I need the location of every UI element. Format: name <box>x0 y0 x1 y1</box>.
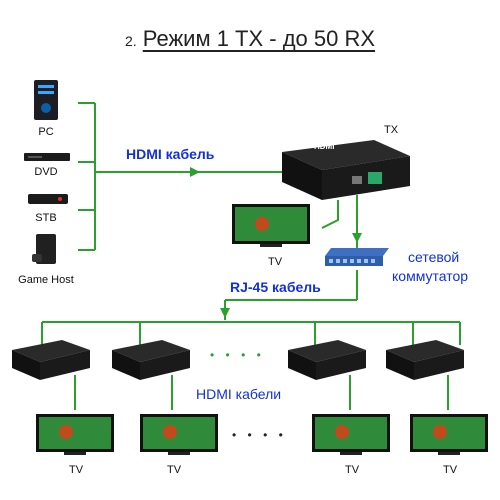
output-tv-icon <box>312 414 392 458</box>
tv-label: TV <box>442 464 458 476</box>
source-label-game-host: Game Host <box>18 274 74 286</box>
rj45-cable-label: RJ-45 кабель <box>230 279 321 295</box>
local-tv-label: TV <box>267 256 283 268</box>
title-number: 2. <box>124 33 137 49</box>
local-tv-icon <box>232 204 312 250</box>
switch-label-line1: сетевой <box>408 249 460 265</box>
hdmi-cable-label: HDMI кабель <box>126 146 215 162</box>
receiver-device <box>112 340 192 380</box>
receiver-device <box>288 340 368 380</box>
transmitter-device: HDMI <box>282 138 412 200</box>
receiver-device <box>12 340 92 380</box>
tv-label: TV <box>166 464 182 476</box>
tv-label: TV <box>344 464 360 476</box>
output-tv-icon <box>410 414 490 458</box>
output-tv-icon <box>36 414 116 458</box>
switch-label-line2: коммутатор <box>392 268 469 284</box>
game-console-icon <box>32 234 62 266</box>
tvs-ellipsis: • • • • <box>232 428 287 442</box>
page-title: 2. Режим 1 TX - до 50 RX <box>0 26 500 52</box>
source-label-pc: PC <box>38 126 54 138</box>
receiver-device <box>386 340 466 380</box>
transmitter-brand: HDMI <box>314 142 335 151</box>
tv-label: TV <box>68 464 84 476</box>
pc-tower-icon <box>28 80 64 120</box>
dvd-player-icon <box>24 150 70 162</box>
set-top-box-icon <box>28 192 68 206</box>
transmitter-label: TX <box>384 124 399 136</box>
hdmi-cables-label: HDMI кабели <box>196 386 282 402</box>
receivers-ellipsis: • • • • <box>210 348 265 362</box>
network-switch-icon <box>325 248 391 268</box>
title-text: Режим 1 TX - до 50 RX <box>142 26 376 51</box>
output-tv-icon <box>140 414 220 458</box>
source-label-dvd: DVD <box>34 166 58 178</box>
source-label-stb: STB <box>35 212 57 224</box>
